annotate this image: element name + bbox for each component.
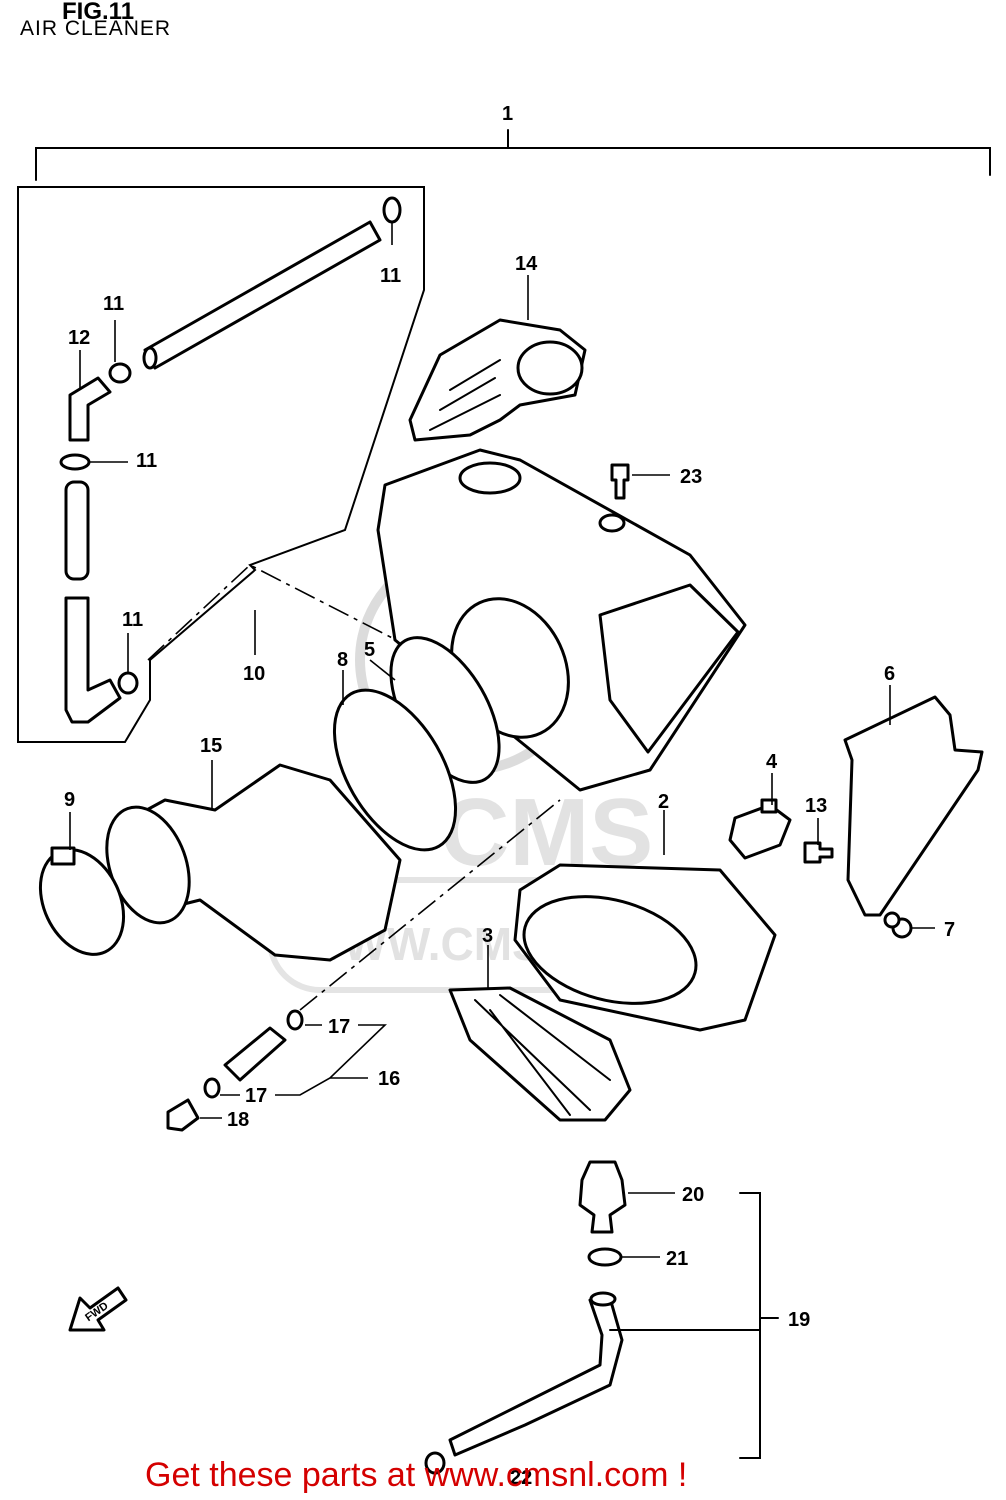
assembly-bracket	[35, 129, 991, 181]
figure-subtitle: AIR CLEANER	[20, 17, 172, 40]
figure-title: FIG.11	[62, 0, 135, 25]
callout-6: 6	[884, 663, 895, 685]
callout-13: 13	[805, 795, 827, 817]
callout-3: 3	[482, 925, 493, 947]
alignment-lines	[147, 564, 561, 1011]
screw-part-23	[610, 463, 630, 500]
callout-17a: 17	[328, 1016, 350, 1038]
callout-18: 18	[227, 1109, 249, 1131]
fwd-arrow-icon: FWD	[68, 1286, 128, 1332]
clip-part-4	[728, 798, 792, 860]
callout-11c: 11	[136, 450, 157, 472]
callout-19: 19	[788, 1309, 810, 1331]
short-hoses	[64, 480, 122, 724]
callout-14: 14	[515, 253, 538, 275]
leader-lines	[69, 222, 935, 1258]
callout-10: 10	[243, 663, 265, 685]
callout-11b: 11	[103, 293, 124, 315]
screw-part-13	[803, 841, 834, 864]
clamp-part-21	[587, 1247, 623, 1267]
callout-12: 12	[68, 327, 90, 349]
drain-hose-part-16	[166, 1009, 304, 1132]
hose-part-10	[142, 220, 382, 370]
callout-2: 2	[658, 791, 669, 813]
callout-21: 21	[666, 1248, 688, 1270]
element-cage-part-3	[448, 986, 632, 1122]
callout-17b: 17	[245, 1085, 267, 1107]
filter-element-part-2	[513, 863, 777, 1032]
callout-9: 9	[64, 789, 75, 811]
callout-4: 4	[766, 751, 778, 773]
callout-23: 23	[680, 466, 702, 488]
elbow-part-12	[68, 376, 112, 442]
callout-1: 1	[502, 103, 513, 125]
callout-11d: 11	[122, 609, 143, 631]
callout-20: 20	[682, 1184, 704, 1206]
intake-duct-part-14	[408, 318, 587, 442]
gasket-part-8	[332, 688, 458, 852]
callout-16: 16	[378, 1068, 400, 1090]
clamp-11	[59, 196, 402, 695]
plug-part-20	[578, 1160, 627, 1234]
footer-link[interactable]: Get these parts at www.cmsnl.com !	[145, 1456, 688, 1494]
cover-part-6	[843, 695, 984, 917]
clamp-part-9	[38, 846, 126, 956]
callout-8: 8	[337, 649, 348, 671]
screw-part-7	[883, 911, 913, 939]
callout-5: 5	[364, 639, 375, 661]
drain-hose-part-19	[424, 1291, 624, 1475]
callout-labels: 1 2 3 4 5 6 7 8 9 10 11 11 11 11 12 13 1…	[64, 103, 955, 1489]
callout-22: 22	[510, 1467, 532, 1489]
bracket-19	[609, 1192, 779, 1459]
callout-7: 7	[944, 919, 955, 941]
callout-11a: 11	[380, 265, 401, 287]
boot-part-15	[105, 763, 402, 962]
hose-subassembly-box	[17, 186, 425, 743]
callout-15: 15	[200, 735, 222, 757]
